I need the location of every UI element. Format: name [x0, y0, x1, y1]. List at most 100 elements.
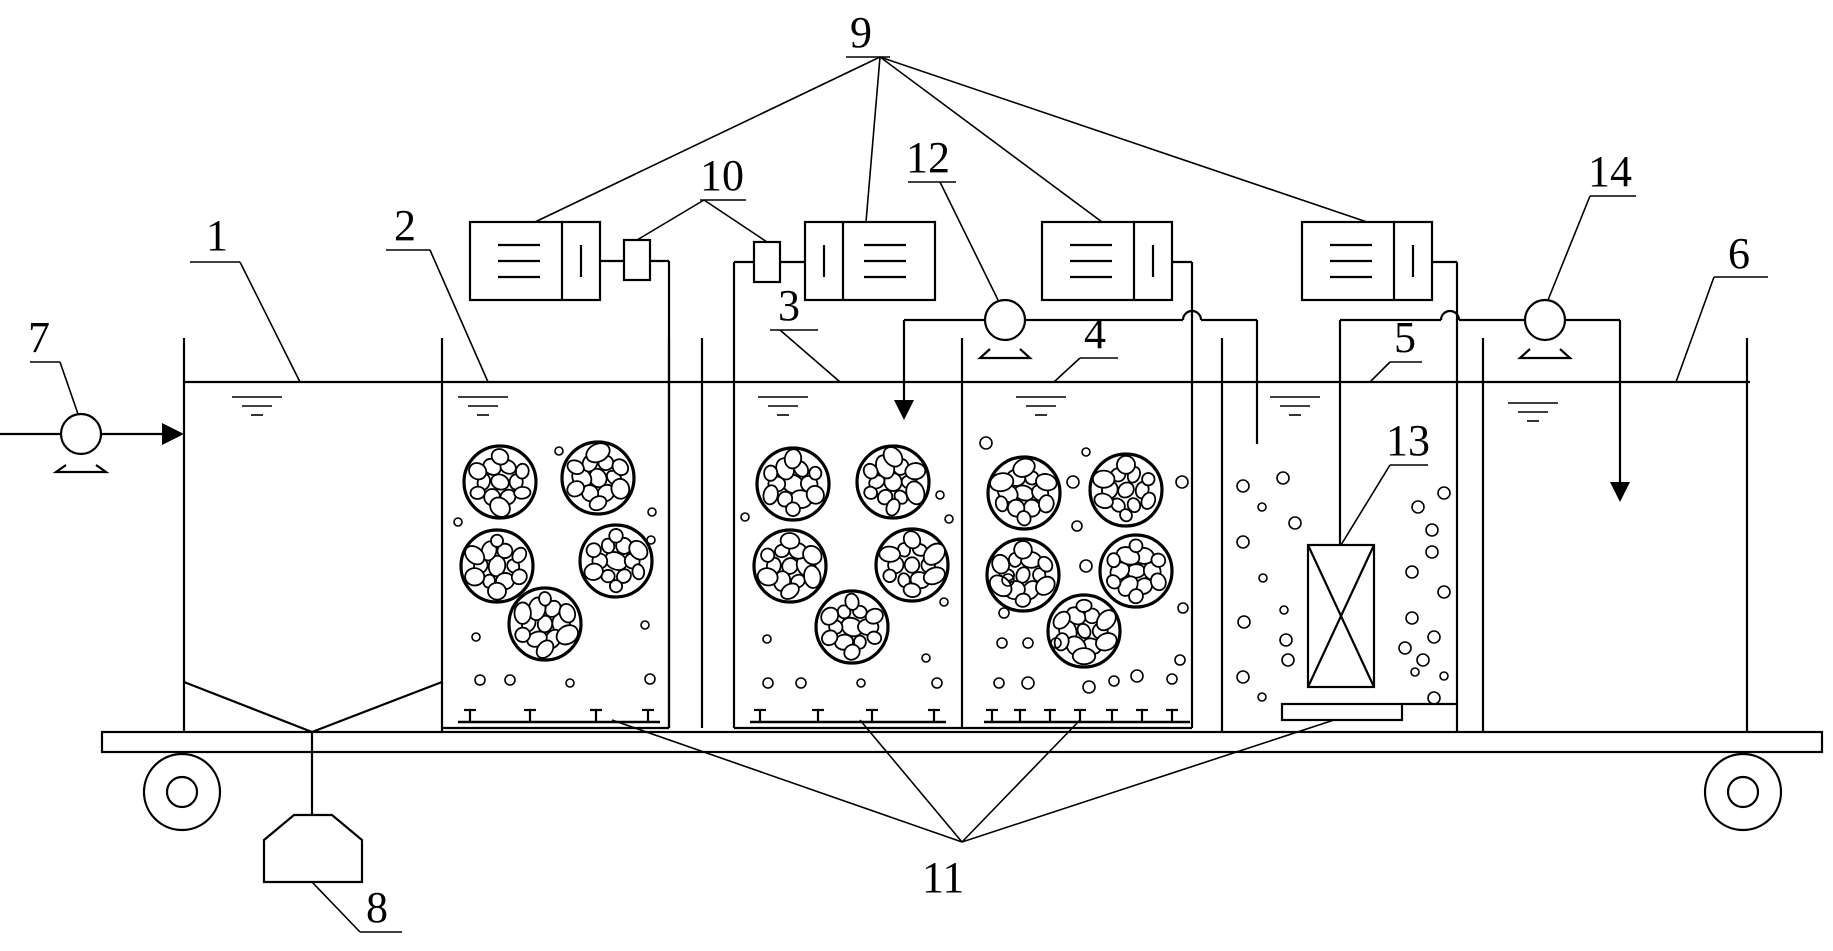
- carrier-ball: [1098, 533, 1174, 609]
- water-surface-mark-4: [1016, 396, 1066, 416]
- label-inflow-pump: 7: [28, 313, 50, 362]
- air-bubble: [1257, 692, 1267, 702]
- air-bubble: [1021, 676, 1035, 690]
- air-bubble: [1411, 500, 1425, 514]
- air-pipe-4: [1402, 260, 1457, 706]
- air-bubble: [998, 607, 1010, 619]
- blower-2: [803, 220, 937, 302]
- label-membrane-tank: 5: [1394, 313, 1416, 362]
- recycle-pipe: [894, 309, 1259, 420]
- air-bubble: [996, 637, 1008, 649]
- air-bubble: [1279, 633, 1293, 647]
- blower-4: [1300, 220, 1434, 302]
- carrier-ball: [874, 527, 950, 603]
- air-bubble: [856, 678, 866, 688]
- air-bubble: [935, 490, 945, 500]
- label-outflow-pump: 14: [1588, 147, 1632, 196]
- label-blowers: 9: [850, 8, 872, 57]
- air-bubble: [646, 535, 656, 545]
- air-bubble: [1281, 653, 1295, 667]
- air-bubble: [931, 677, 943, 689]
- carrier-ball: [986, 455, 1062, 531]
- air-bubble: [1066, 475, 1080, 489]
- air-bubble: [1279, 605, 1289, 615]
- air-bubble: [1425, 545, 1439, 559]
- air-bubble: [644, 673, 656, 685]
- air-bubble: [1081, 447, 1091, 457]
- membrane-module: [1306, 543, 1376, 689]
- air-bubble: [1276, 471, 1290, 485]
- reactor-tank-4: [962, 262, 1194, 730]
- air-bubble: [1427, 691, 1441, 705]
- sedimentation-tank: [182, 338, 444, 815]
- air-bubble: [471, 632, 481, 642]
- label-sedimentation-tank: 1: [206, 211, 228, 260]
- air-bubble: [1237, 615, 1251, 629]
- air-bubble: [504, 674, 516, 686]
- water-surface-mark-3: [758, 396, 808, 416]
- air-bubble: [1071, 520, 1083, 532]
- rotameter-2: [752, 240, 782, 284]
- label-aerators: 11: [922, 853, 964, 902]
- aerator-line: [750, 708, 946, 724]
- air-bubble: [474, 674, 486, 686]
- sludge-collector: [262, 813, 364, 884]
- carrier-ball: [459, 528, 535, 604]
- air-bubble: [554, 446, 564, 456]
- outflow-pump: [1517, 298, 1573, 360]
- air-bubble: [1022, 637, 1034, 649]
- label-rotameters: 10: [700, 151, 744, 200]
- air-bubble: [640, 620, 650, 630]
- label-membrane-module: 13: [1386, 416, 1430, 465]
- air-bubble: [1405, 565, 1419, 579]
- air-bubble: [453, 517, 463, 527]
- air-bubble: [647, 507, 657, 517]
- rotameter-1: [622, 238, 652, 282]
- air-bubble: [1130, 669, 1144, 683]
- air-bubble: [944, 514, 954, 524]
- air-bubble: [1236, 535, 1250, 549]
- air-bubble: [740, 512, 750, 522]
- air-bubble: [1174, 654, 1186, 666]
- leader-lines: [30, 56, 1768, 933]
- air-bubble: [1236, 479, 1250, 493]
- reactor-tank-2: [442, 338, 671, 730]
- label-recycle-pump: 12: [906, 133, 950, 182]
- air-bubble: [1177, 602, 1189, 614]
- label-reactor-tank-4: 4: [1084, 309, 1106, 358]
- air-bubble: [1175, 475, 1189, 489]
- air-bubble: [1257, 502, 1267, 512]
- carrier-ball: [985, 537, 1061, 613]
- air-bubble: [1001, 573, 1015, 587]
- reactor-tank-3: [732, 262, 964, 730]
- aeration-plate-membrane: [1280, 702, 1404, 722]
- air-bubble: [1427, 630, 1441, 644]
- air-bubble: [939, 597, 949, 607]
- air-bubble: [1410, 667, 1420, 677]
- aerator-line: [984, 708, 1190, 724]
- recycle-pump: [977, 298, 1033, 360]
- carrier-ball: [752, 528, 828, 604]
- air-bubble: [1108, 675, 1120, 687]
- carrier-ball: [855, 444, 931, 520]
- air-bubble: [979, 436, 993, 450]
- air-bubble: [1437, 486, 1451, 500]
- label-reactor-tank-2: 2: [394, 201, 416, 250]
- carrier-ball: [578, 523, 654, 599]
- blower-1: [468, 220, 602, 302]
- air-bubble: [1437, 585, 1451, 599]
- carrier-ball: [462, 444, 538, 520]
- air-bubble: [1398, 641, 1412, 655]
- air-bubble: [1439, 671, 1449, 681]
- air-bubble: [1079, 559, 1093, 573]
- air-bubble: [795, 677, 807, 689]
- air-bubble: [1405, 611, 1419, 625]
- aerator-line: [458, 708, 660, 724]
- air-bubble: [921, 653, 931, 663]
- water-surface-mark-5: [1270, 396, 1320, 416]
- carrier-ball: [560, 440, 636, 516]
- air-bubble: [762, 677, 774, 689]
- air-bubble: [1236, 670, 1250, 684]
- membrane-tank: [1220, 262, 1485, 732]
